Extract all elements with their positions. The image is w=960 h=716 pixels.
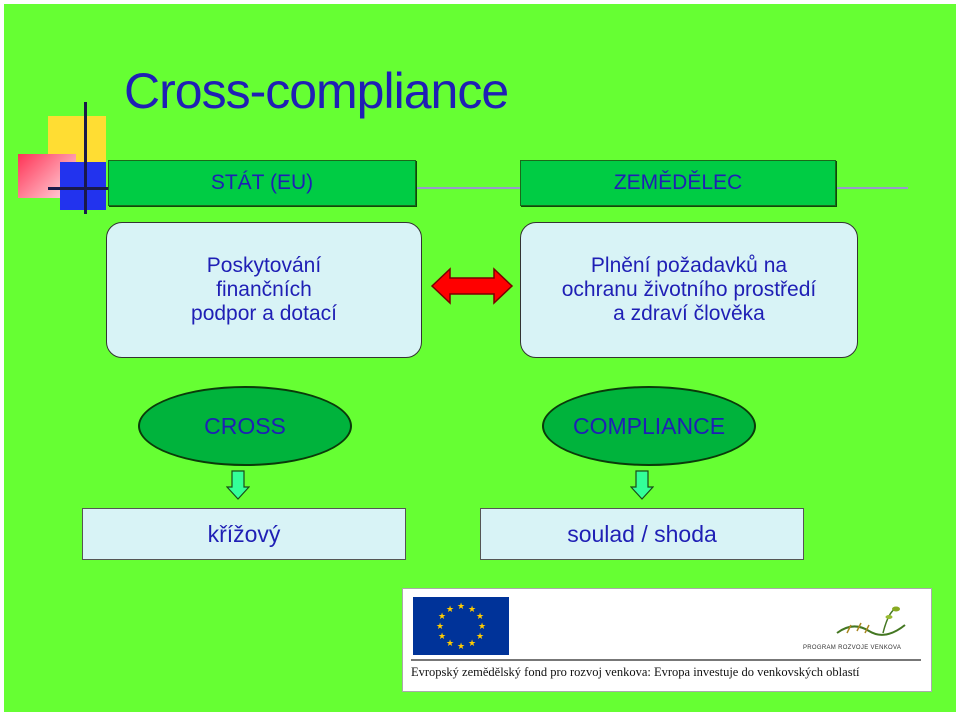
program-label: PROGRAM ROZVOJE VENKOVA: [803, 645, 902, 651]
rural-program-logo-icon: [836, 606, 906, 636]
header-farmer: ZEMĚDĚLEC: [520, 160, 836, 206]
svg-text:★: ★: [438, 611, 446, 621]
decor-horizontal-line-dark: [48, 187, 108, 190]
ellipse-cross-label: CROSS: [204, 412, 286, 439]
box-financial-support-text: Poskytování finančních podpor a dotací: [191, 253, 337, 326]
translation-compliance-text: soulad / shoda: [567, 520, 717, 547]
logo-divider: [411, 659, 921, 661]
box-requirements: Plnění požadavků na ochranu životního pr…: [520, 222, 858, 358]
box-requirements-text: Plnění požadavků na ochranu životního pr…: [561, 253, 817, 326]
translation-compliance: soulad / shoda: [480, 508, 804, 560]
down-arrow-icon: [226, 470, 250, 500]
translation-cross-text: křížový: [207, 520, 281, 547]
svg-text:★: ★: [436, 621, 444, 631]
header-farmer-label: ZEMĚDĚLEC: [613, 171, 743, 194]
svg-text:★: ★: [457, 601, 465, 611]
ellipse-cross: CROSS: [138, 386, 352, 466]
header-state-label: STÁT (EU): [210, 171, 314, 194]
decor-vertical-line: [84, 102, 87, 214]
svg-text:★: ★: [478, 621, 486, 631]
svg-text:★: ★: [468, 604, 476, 614]
svg-text:★: ★: [457, 641, 465, 651]
svg-text:★: ★: [446, 604, 454, 614]
svg-text:★: ★: [476, 631, 484, 641]
eu-flag-icon: ★ ★ ★ ★ ★ ★ ★ ★ ★ ★ ★ ★: [413, 597, 509, 655]
decor-horizontal-line: [48, 187, 908, 189]
slide: Cross-compliance STÁT (EU) ZEMĚDĚLEC Pos…: [4, 4, 956, 712]
svg-text:★: ★: [446, 638, 454, 648]
logo-caption: Evropský zemědělský fond pro rozvoj venk…: [411, 665, 860, 679]
svg-text:★: ★: [476, 611, 484, 621]
ellipse-compliance: COMPLIANCE: [542, 386, 756, 466]
svg-text:★: ★: [438, 631, 446, 641]
translation-cross: křížový: [82, 508, 406, 560]
ellipse-compliance-label: COMPLIANCE: [572, 412, 726, 439]
header-state: STÁT (EU): [108, 160, 416, 206]
double-arrow-icon: [430, 267, 514, 305]
svg-text:★: ★: [468, 638, 476, 648]
box-financial-support: Poskytování finančních podpor a dotací: [106, 222, 422, 358]
eu-logo-panel: ★ ★ ★ ★ ★ ★ ★ ★ ★ ★ ★ ★: [402, 588, 932, 692]
decor-blue-square: [60, 162, 106, 210]
page-title: Cross-compliance: [124, 63, 509, 119]
down-arrow-icon: [630, 470, 654, 500]
